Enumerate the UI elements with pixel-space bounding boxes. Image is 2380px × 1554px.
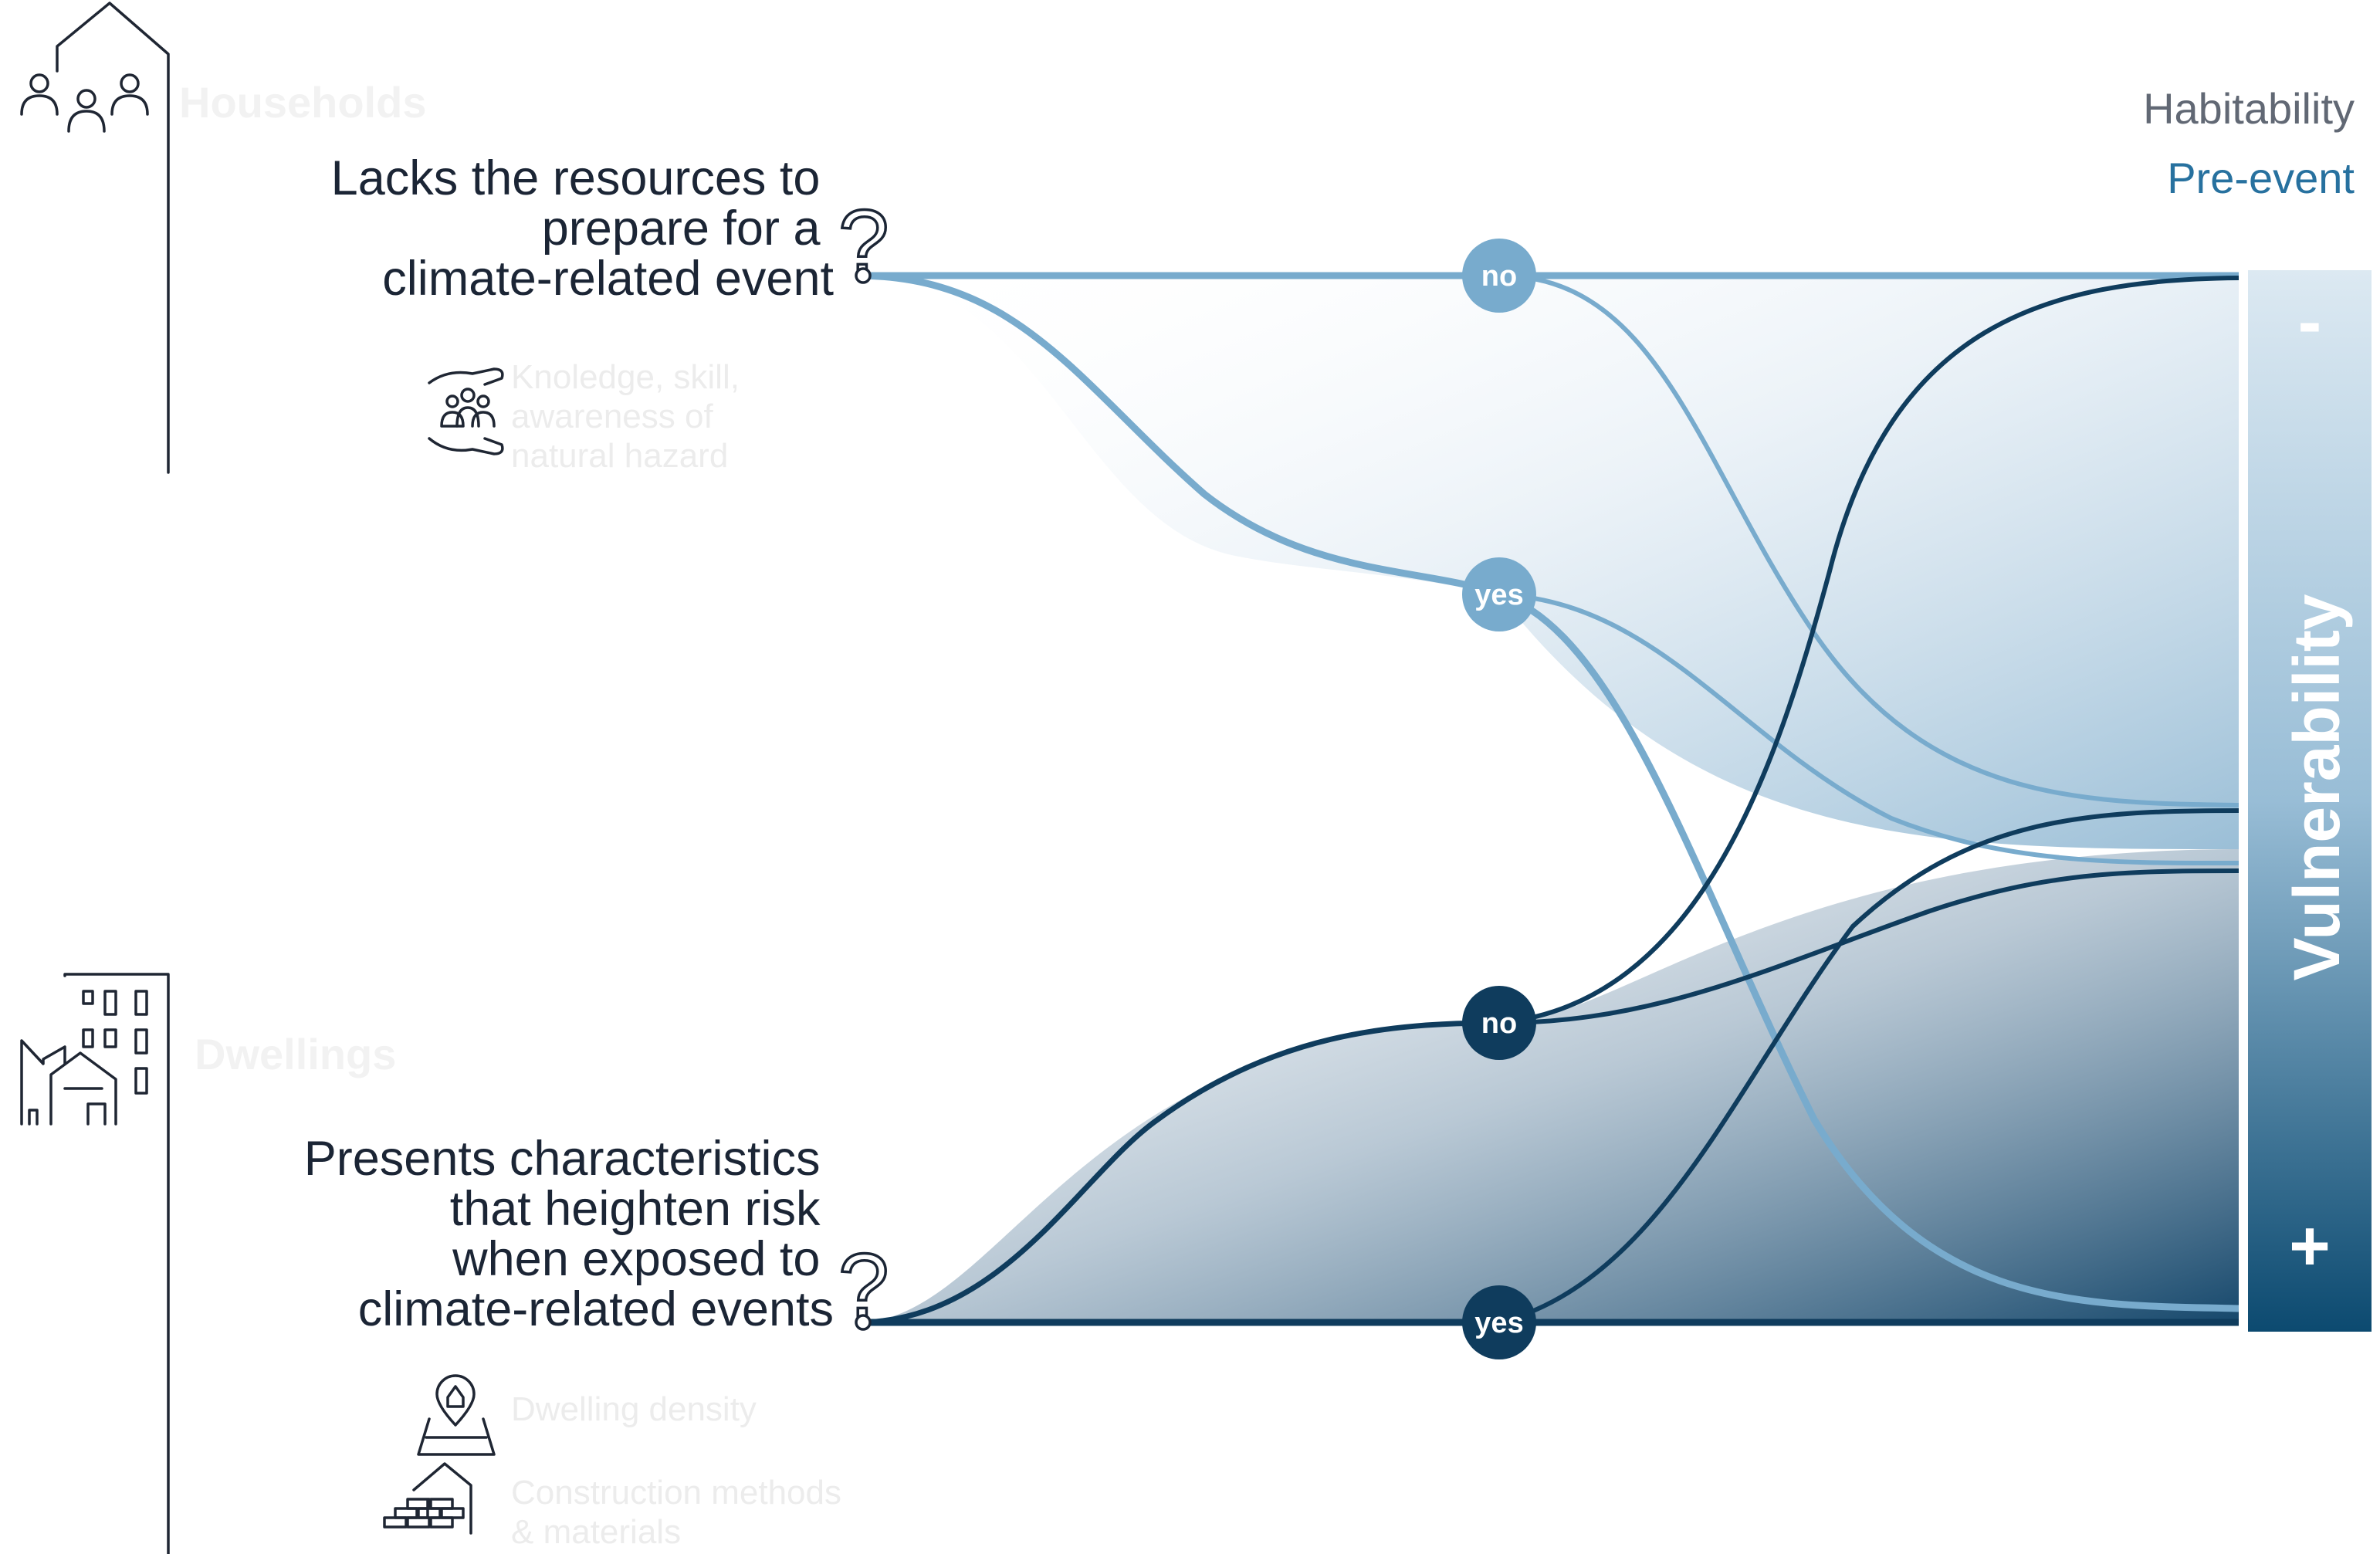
people-group-icon (20, 73, 149, 133)
dwelling-density-label: Dwelling density (511, 1390, 757, 1428)
node-households-yes: yes (1462, 557, 1536, 631)
dwellings-question: Presents characteristics that heighten r… (304, 1132, 834, 1336)
households-yes-to-mid (1498, 592, 2240, 866)
households-factor: Knoledge, skill, awareness of natural ha… (511, 358, 749, 475)
legend-pre-event: Pre-event (2167, 154, 2355, 202)
dwellings-section: Dwellings Presents characteristics that … (20, 973, 890, 1554)
construction-methods-label: Construction methods & materials (511, 1474, 851, 1551)
households-flow-lines (856, 272, 2240, 1312)
svg-text:no: no (1481, 260, 1517, 293)
dwellings-no-to-mid (1498, 868, 2240, 1025)
dwellings-flow-area (857, 849, 2243, 1322)
dwellings-start-dot (855, 1314, 872, 1331)
svg-text:yes: yes (1474, 579, 1523, 611)
households-start-dot (855, 267, 872, 284)
map-pin-icon (417, 1374, 496, 1456)
households-to-yes (856, 272, 1501, 598)
households-section: Households Lacks the resources to prepar… (20, 2, 890, 475)
hands-protecting-people-icon (428, 367, 504, 455)
svg-text:yes: yes (1474, 1307, 1523, 1339)
node-households-no: no (1462, 239, 1536, 313)
question-mark-icon: ? (838, 191, 889, 293)
house-bricks-icon (383, 1462, 472, 1535)
node-dwellings-yes: yes (1462, 1285, 1536, 1359)
svg-text:no: no (1481, 1007, 1517, 1040)
vulnerability-low-symbol: - (2298, 283, 2322, 361)
vulnerability-bar: - + Vulnerability (2239, 270, 2372, 1332)
vulnerability-high-symbol: + (2289, 1207, 2331, 1285)
legend-habitability: Habitability (2143, 84, 2355, 133)
households-heading: Households (179, 78, 426, 127)
vulnerability-label: Vulnerability (2280, 594, 2353, 980)
dwellings-yes-to-mid (1498, 808, 2240, 1325)
households-question: Lacks the resources to prepare for a cli… (331, 151, 835, 306)
dwellings-no-to-low (1498, 276, 2240, 1025)
buildings-icon (20, 973, 170, 1554)
dwellings-flow-lines (856, 276, 2240, 1326)
dwellings-to-no (856, 1020, 1500, 1325)
dwellings-heading: Dwellings (195, 1030, 396, 1078)
node-dwellings-no: no (1462, 986, 1536, 1060)
households-yes-to-high (1498, 591, 2240, 1312)
house-outline-icon (56, 2, 170, 474)
